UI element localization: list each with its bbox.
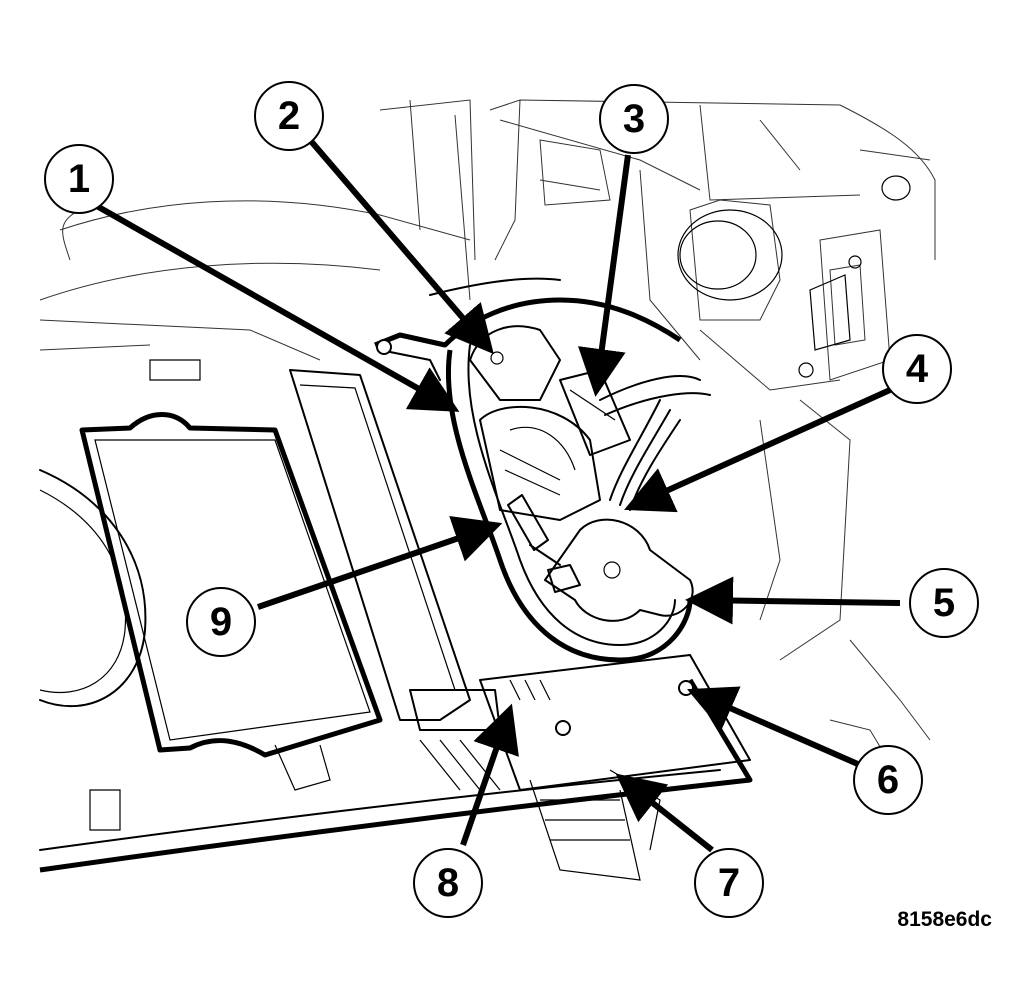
module-housing [289,369,501,791]
callout-4: 4 [882,334,952,404]
callout-2: 2 [254,81,324,151]
callout-9: 9 [186,587,256,657]
leader-line-7 [615,773,714,853]
callout-7: 7 [694,848,764,918]
leader-line-4 [624,387,892,513]
callout-label-9: 9 [210,600,232,644]
callout-label-8: 8 [437,861,459,905]
callout-label-7: 7 [718,861,740,905]
figure-id: 8158e6dc [897,908,992,931]
leader-line-2 [307,138,494,355]
callout-label-2: 2 [278,94,300,138]
leader-line-8 [460,703,519,846]
callout-label-5: 5 [933,581,955,625]
left-bezel [39,359,383,831]
callout-1: 1 [44,144,114,214]
shifter-assembly [374,277,711,736]
callout-5: 5 [909,568,979,638]
callout-label-4: 4 [906,347,929,391]
leader-line-1 [93,202,460,412]
callout-6: 6 [853,745,923,815]
callout-label-1: 1 [68,157,90,201]
callout-8: 8 [413,848,483,918]
leader-line-9 [257,515,503,610]
leader-lines [93,138,901,853]
leader-line-6 [687,686,862,768]
callout-label-3: 3 [623,97,645,141]
callout-3: 3 [599,84,669,154]
leader-line-5 [685,576,901,625]
callout-label-6: 6 [877,758,899,802]
leader-line-3 [578,154,631,397]
